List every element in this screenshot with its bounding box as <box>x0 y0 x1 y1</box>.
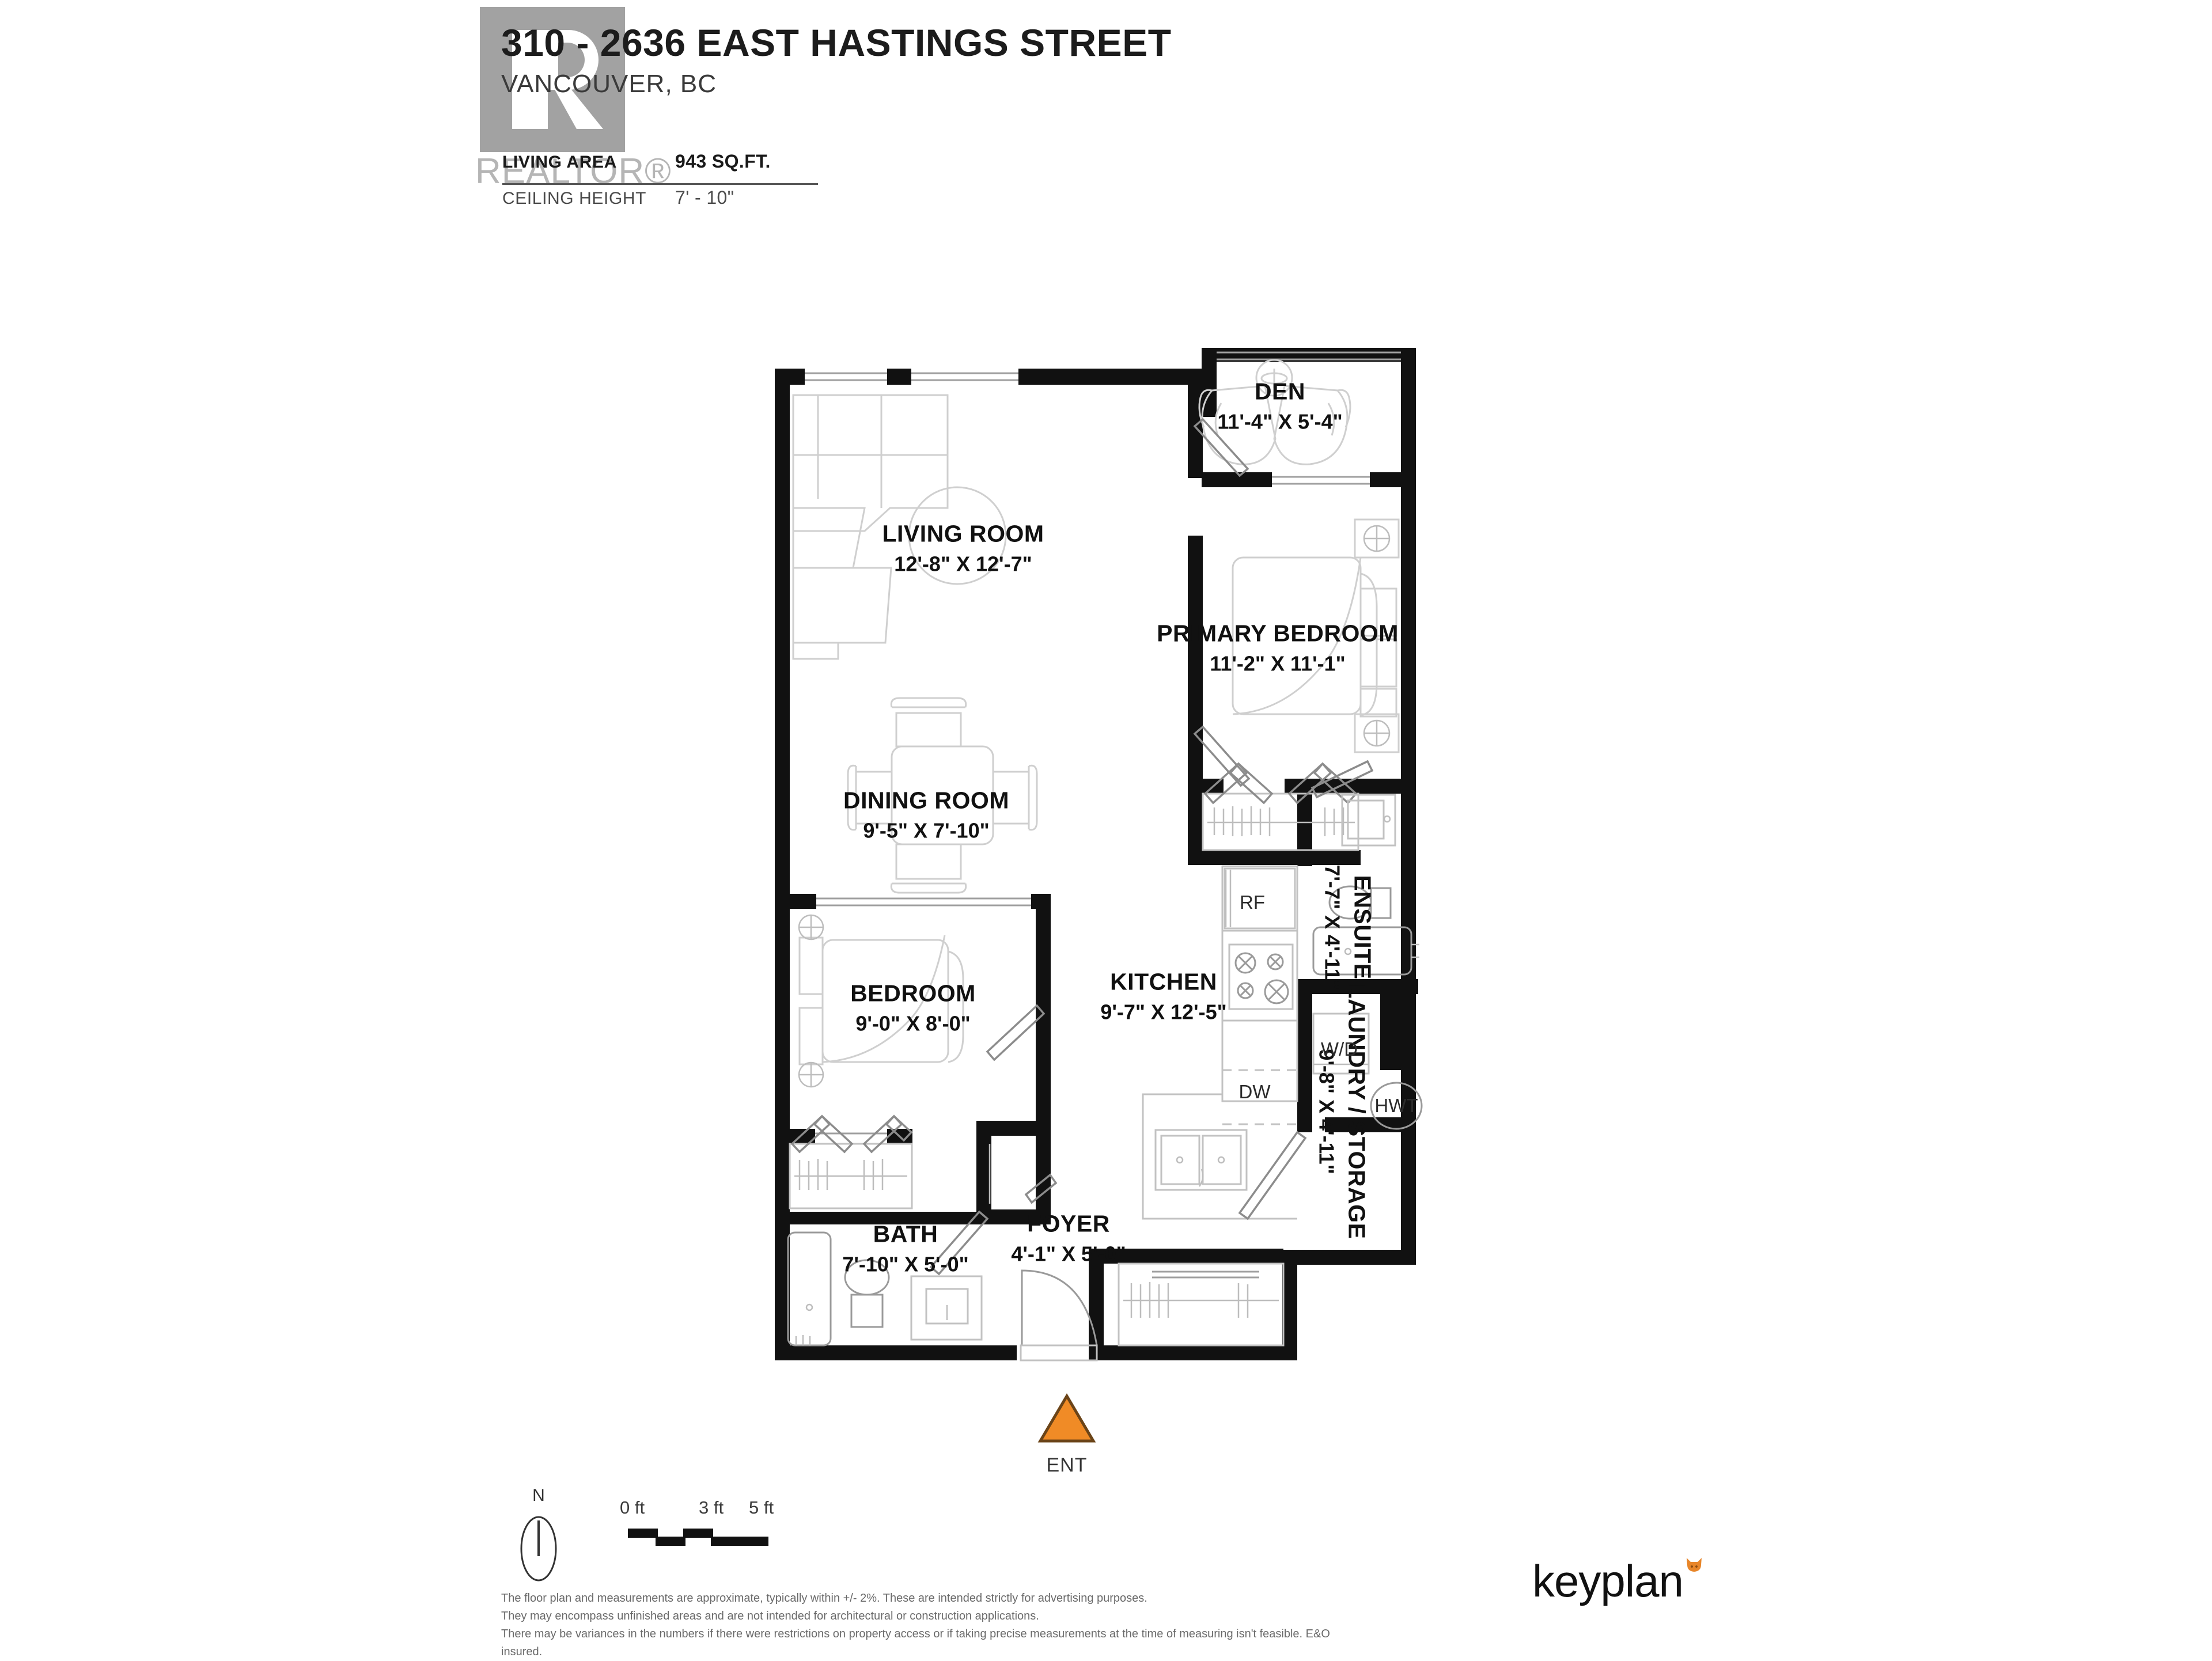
room-dimensions: 9'-5" X 7'-10" <box>863 819 990 843</box>
room-name: LIVING ROOM <box>882 520 1044 547</box>
brand-name: keyplan <box>1532 1556 1684 1606</box>
room-dimensions: 7'-10" X 5'-0" <box>842 1253 969 1277</box>
scale-tick-3: 3 ft <box>699 1497 724 1518</box>
page-title: 310 - 2636 EAST HASTINGS STREET <box>501 21 1172 64</box>
room-label-dining-room: DINING ROOM 9'-5" X 7'-10" <box>843 786 1009 845</box>
spec-table: LIVING AREA 943 SQ.FT. CEILING HEIGHT 7'… <box>502 151 825 219</box>
room-name: DINING ROOM <box>843 787 1009 814</box>
title-block: 310 - 2636 EAST HASTINGS STREET VANCOUVE… <box>501 21 1423 98</box>
room-label-living-room: LIVING ROOM 12'-8" X 12'-7" <box>882 519 1044 578</box>
fox-head-icon <box>1686 1558 1702 1572</box>
compass-north-label: N <box>532 1486 545 1505</box>
spec-value-living-area: 943 SQ.FT. <box>675 151 771 172</box>
page-subtitle: VANCOUVER, BC <box>501 70 717 98</box>
room-dimensions: 9'-8" X 4'-11" <box>1314 1049 1338 1174</box>
disclaimer-line-2: They may encompass unfinished areas and … <box>501 1610 1039 1622</box>
scale-tick-0: 0 ft <box>620 1497 645 1518</box>
entrance-marker <box>1037 1393 1096 1443</box>
room-name: FOYER <box>1027 1210 1110 1237</box>
room-name: ENSUITE <box>1349 875 1376 980</box>
brand-logo: keyplan <box>1532 1555 1702 1607</box>
appliance-label-dishwasher: DW <box>1238 1081 1271 1102</box>
realtor-watermark: REALTOR® <box>475 7 671 191</box>
disclaimer-line-1: The floor plan and measurements are appr… <box>501 1592 1147 1605</box>
room-label-kitchen: KITCHEN 9'-7" X 12'-5" <box>1100 967 1226 1026</box>
room-label-foyer: FOYER 4'-1" X 5'-0" <box>1011 1209 1126 1268</box>
room-dimensions: 7'-7" X 4'-11" <box>1320 864 1344 990</box>
spec-row-living-area: LIVING AREA 943 SQ.FT. <box>502 151 825 183</box>
room-label-den: DEN 11'-4" X 5'-4" <box>1217 377 1342 436</box>
room-name: BEDROOM <box>850 980 976 1007</box>
realtor-r-glyph <box>512 30 603 129</box>
room-name: KITCHEN <box>1110 968 1217 995</box>
room-name: LAUNDRY / STORAGE <box>1343 984 1370 1239</box>
disclaimer-block: The floor plan and measurements are appr… <box>501 1590 1365 1661</box>
appliance-label-hot-water-tank: HWT <box>1374 1095 1418 1116</box>
spec-key-ceiling-height: CEILING HEIGHT <box>502 189 647 208</box>
spec-divider <box>502 183 818 185</box>
spec-value-ceiling-height: 7' - 10" <box>675 187 734 208</box>
entrance-label: ENT <box>1046 1454 1088 1476</box>
scale-tick-5: 5 ft <box>749 1497 774 1518</box>
room-dimensions: 4'-1" X 5'-0" <box>1011 1242 1126 1266</box>
room-name: PRIMARY BEDROOM <box>1157 620 1399 647</box>
room-dimensions: 12'-8" X 12'-7" <box>894 552 1032 577</box>
room-dimensions: 9'-0" X 8'-0" <box>855 1012 971 1036</box>
room-label-primary-bedroom: PRIMARY BEDROOM 11'-2" X 11'-1" <box>1157 619 1399 678</box>
room-name: DEN <box>1254 378 1306 405</box>
room-label-bedroom: BEDROOM 9'-0" X 8'-0" <box>850 979 976 1038</box>
room-dimensions: 11'-4" X 5'-4" <box>1217 410 1343 434</box>
appliance-label-refrigerator: RF <box>1240 892 1265 913</box>
spec-key-living-area: LIVING AREA <box>502 153 617 172</box>
disclaimer-line-3: There may be variances in the numbers if… <box>501 1628 1330 1658</box>
appliance-label-washer-dryer: W/D <box>1320 1038 1358 1060</box>
room-dimensions: 9'-7" X 12'-5" <box>1100 1000 1227 1025</box>
spec-row-ceiling-height: CEILING HEIGHT 7' - 10" <box>502 187 825 219</box>
room-dimensions: 11'-2" X 11'-1" <box>1210 652 1346 676</box>
room-label-bath: BATH 7'-10" X 5'-0" <box>842 1219 968 1279</box>
scale-bar <box>628 1529 768 1546</box>
room-name: BATH <box>873 1220 938 1247</box>
compass-rose <box>520 1516 557 1582</box>
